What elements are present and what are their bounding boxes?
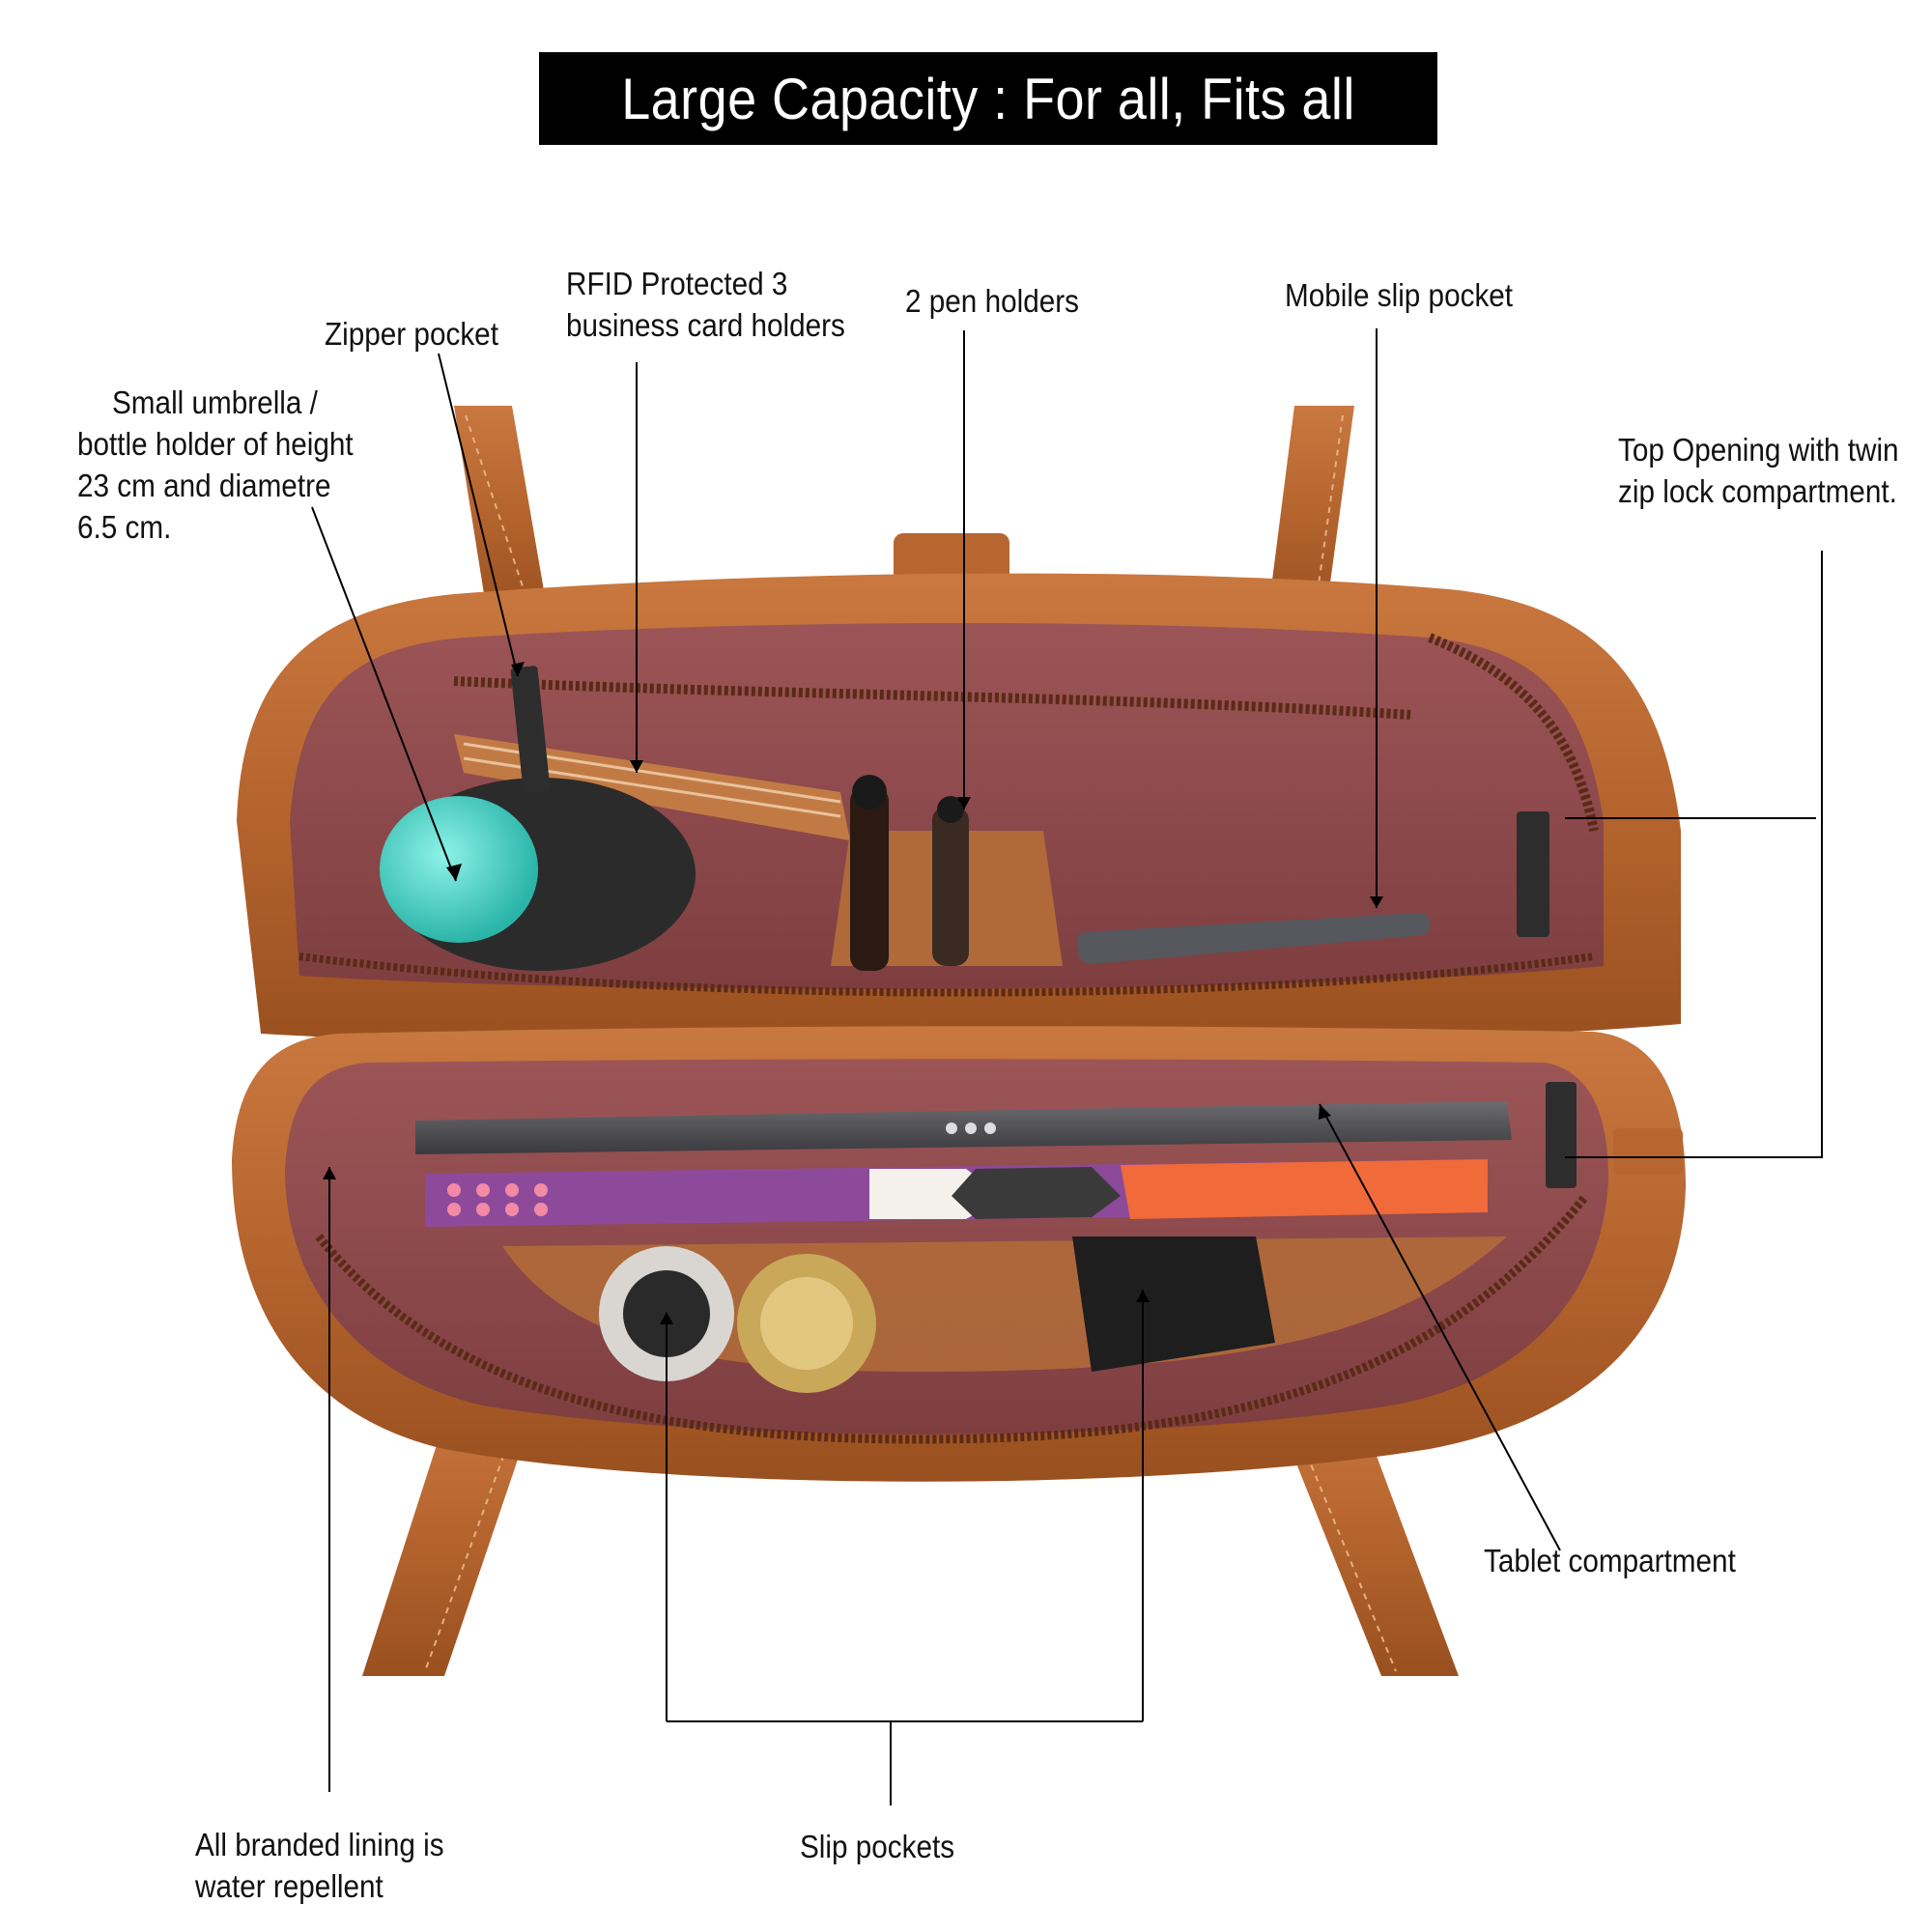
label-mobile-slip-pocket: Mobile slip pocket	[1285, 277, 1514, 313]
label-tablet-compartment: Tablet compartment	[1484, 1543, 1736, 1578]
title-banner: Large Capacity : For all, Fits all	[539, 52, 1437, 145]
label-slip-pockets: Slip pockets	[800, 1829, 955, 1864]
label-umbrella-holder: Small umbrella / bottle holder of height…	[77, 384, 354, 545]
zipper-pull-icon	[510, 666, 551, 793]
callout-lines	[311, 328, 1823, 1805]
label-zipper-pocket: Zipper pocket	[325, 316, 498, 352]
lower-compartment	[232, 1026, 1686, 1482]
label-pen-holders: 2 pen holders	[905, 283, 1079, 319]
zipper-pull-icon	[1517, 811, 1549, 937]
label-branded-lining: All branded lining is water repellent	[195, 1827, 444, 1904]
upper-compartment	[237, 573, 1681, 1047]
label-top-opening: Top Opening with twin zip lock compartme…	[1618, 432, 1899, 509]
zipper-pull-icon	[1546, 1082, 1577, 1188]
page-title: Large Capacity : For all, Fits all	[621, 66, 1355, 131]
label-rfid-card-holders: RFID Protected 3 business card holders	[566, 266, 845, 343]
